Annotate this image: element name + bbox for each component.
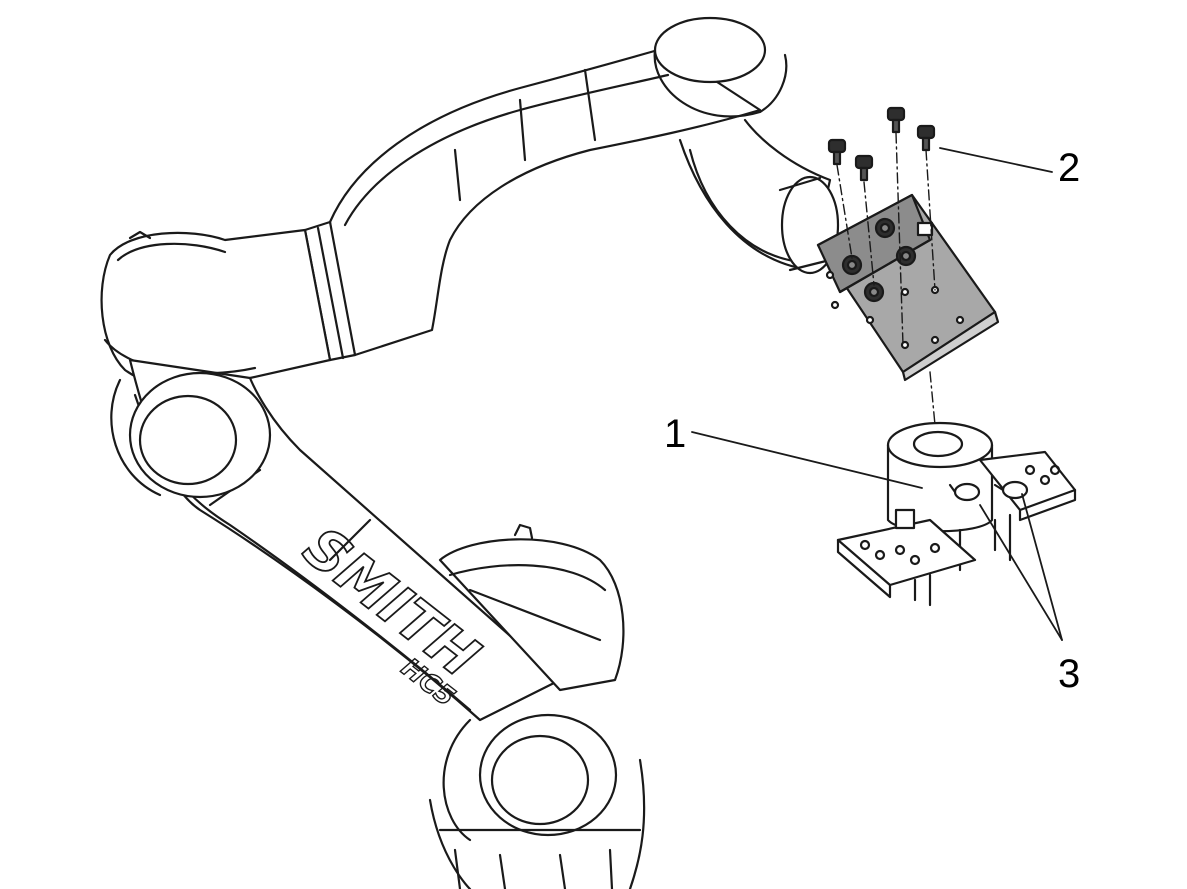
robot-joint-cap-upper: [110, 371, 272, 499]
bracket-bolts: [841, 217, 934, 303]
leader-line-3a: [979, 504, 1063, 641]
callout-1: 1: [664, 412, 687, 456]
robot-wrist-joint: [653, 16, 840, 275]
callout-2: 2: [1058, 146, 1081, 190]
leader-lines: [691, 147, 1063, 641]
robot-upper-link: [303, 46, 762, 362]
tool-gripper-part-1: [836, 421, 1077, 607]
mounting-bracket: [816, 193, 1000, 382]
callout-3: 3: [1058, 652, 1081, 696]
air-fittings-part-3: [948, 480, 1029, 502]
screws-part-2: [827, 106, 936, 426]
robot-base-joint: [428, 713, 646, 889]
robot-lower-joint: [438, 523, 625, 692]
leader-line-3b: [1021, 493, 1063, 641]
leader-line-2: [939, 147, 1053, 173]
leader-line-1: [691, 431, 923, 489]
